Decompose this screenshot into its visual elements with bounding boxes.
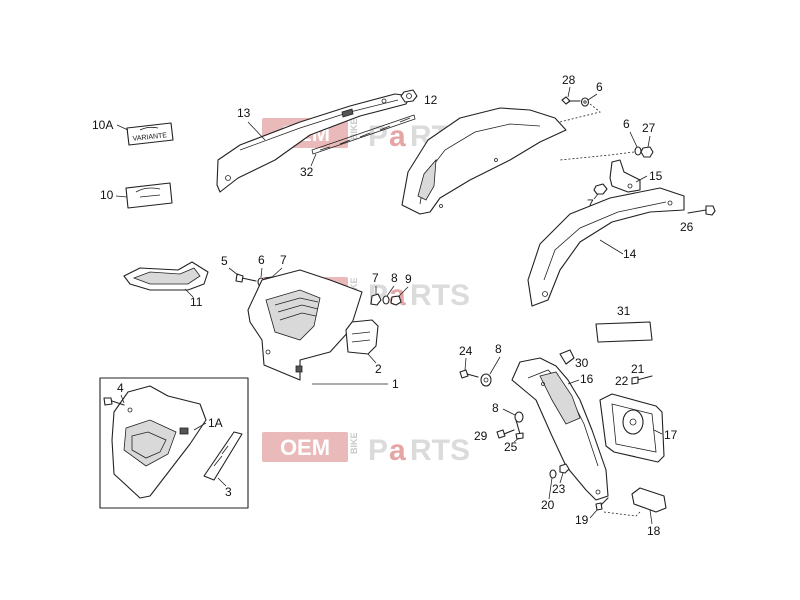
callout-27: 27 (642, 121, 656, 135)
callout-5: 5 (221, 254, 228, 268)
badge-part-10 (125, 182, 173, 209)
svg-text:a: a (389, 434, 406, 467)
callout-14: 14 (623, 247, 637, 261)
washer-part-6b (634, 146, 642, 156)
washer-part-6a (580, 97, 590, 107)
svg-text:BIKE: BIKE (349, 432, 359, 454)
callout-6a: 6 (596, 80, 603, 94)
callout-18: 18 (647, 524, 661, 538)
bolt-part-26 (687, 205, 716, 216)
lamp-lens-part-2 (345, 319, 379, 355)
callout-6c: 6 (258, 253, 265, 267)
screw-part-19 (595, 497, 609, 511)
callout-21: 21 (631, 362, 645, 376)
callout-10a: 10A (92, 118, 113, 132)
callout-31: 31 (617, 304, 631, 318)
bolt-part-29 (496, 429, 515, 439)
callout-7b: 7 (280, 253, 287, 267)
nut-part-7c (370, 293, 382, 306)
plate-holder-part-1a (111, 385, 207, 499)
nut-part-12 (400, 89, 418, 103)
callout-8b: 8 (495, 342, 502, 356)
callout-16: 16 (580, 372, 594, 386)
badge-variante-part-10a: VARIANTE (126, 122, 174, 146)
callout-22: 22 (615, 374, 629, 388)
callout-30: 30 (575, 356, 589, 370)
svg-text:BIKE: BIKE (349, 277, 359, 299)
callout-10: 10 (100, 188, 114, 202)
svg-text:RTS: RTS (410, 434, 470, 467)
callout-4: 4 (117, 381, 124, 395)
callout-13: 13 (237, 106, 251, 120)
svg-text:a: a (389, 120, 406, 153)
cover-part-11 (123, 261, 209, 291)
bracket-part-15 (609, 159, 641, 193)
license-plate-holder-part-17 (599, 393, 665, 463)
svg-text:OEM: OEM (280, 435, 330, 460)
washer-part-20 (549, 469, 557, 479)
callout-28: 28 (562, 73, 576, 87)
callout-26: 26 (680, 220, 694, 234)
bolt-part-25 (515, 419, 524, 440)
callout-3: 3 (225, 485, 232, 499)
callout-24: 24 (459, 344, 473, 358)
callout-29: 29 (474, 429, 488, 443)
watermark-bottom: OEM BIKE P a RTS (262, 432, 470, 467)
nut-part-23 (559, 463, 570, 474)
side-rail-right-part-14 (527, 187, 685, 307)
strap-part-3 (203, 431, 243, 481)
callout-6b: 6 (623, 117, 630, 131)
callout-12: 12 (424, 93, 438, 107)
callout-15: 15 (649, 169, 663, 183)
callout-19: 19 (575, 513, 589, 527)
washer-part-8a (382, 295, 390, 305)
screw-part-21 (631, 375, 653, 385)
callout-7c: 7 (372, 271, 379, 285)
clip-part-30 (559, 349, 575, 365)
callout-9: 9 (405, 272, 412, 286)
callout-11: 11 (190, 295, 203, 309)
callout-23: 23 (552, 482, 566, 496)
callout-25: 25 (504, 440, 518, 454)
svg-text:P: P (368, 120, 388, 153)
callout-17: 17 (664, 428, 678, 442)
nut-part-9 (390, 295, 402, 306)
callout-8a: 8 (391, 271, 398, 285)
callout-7a: 7 (587, 197, 594, 211)
callout-8c: 8 (492, 401, 499, 415)
bolt-part-24 (459, 369, 479, 379)
svg-text:RTS: RTS (410, 279, 470, 312)
bolt-part-28 (561, 96, 581, 105)
reflector-part-31 (595, 321, 653, 343)
callout-32: 32 (300, 165, 314, 179)
reflector-part-18 (631, 487, 667, 513)
washer-part-8b (480, 373, 492, 387)
plate-bracket-part-16 (511, 357, 609, 501)
bolt-part-5 (235, 273, 257, 283)
rear-fender (401, 107, 567, 215)
strap-part-32 (311, 114, 416, 155)
svg-text:VARIANTE: VARIANTE (132, 132, 167, 143)
nut-part-7a (593, 183, 608, 195)
tail-light-housing-part-1 (247, 269, 363, 381)
bolt-part-4 (103, 397, 125, 406)
svg-text:BIKE: BIKE (349, 118, 359, 140)
callout-1a: 1A (208, 416, 223, 430)
callout-1: 1 (392, 377, 399, 391)
callout-2: 2 (375, 362, 382, 376)
svg-text:P: P (368, 434, 388, 467)
inset-frame (99, 377, 249, 509)
washer-part-8c (514, 411, 524, 423)
callout-20: 20 (541, 498, 555, 512)
nut-part-27 (640, 146, 654, 158)
